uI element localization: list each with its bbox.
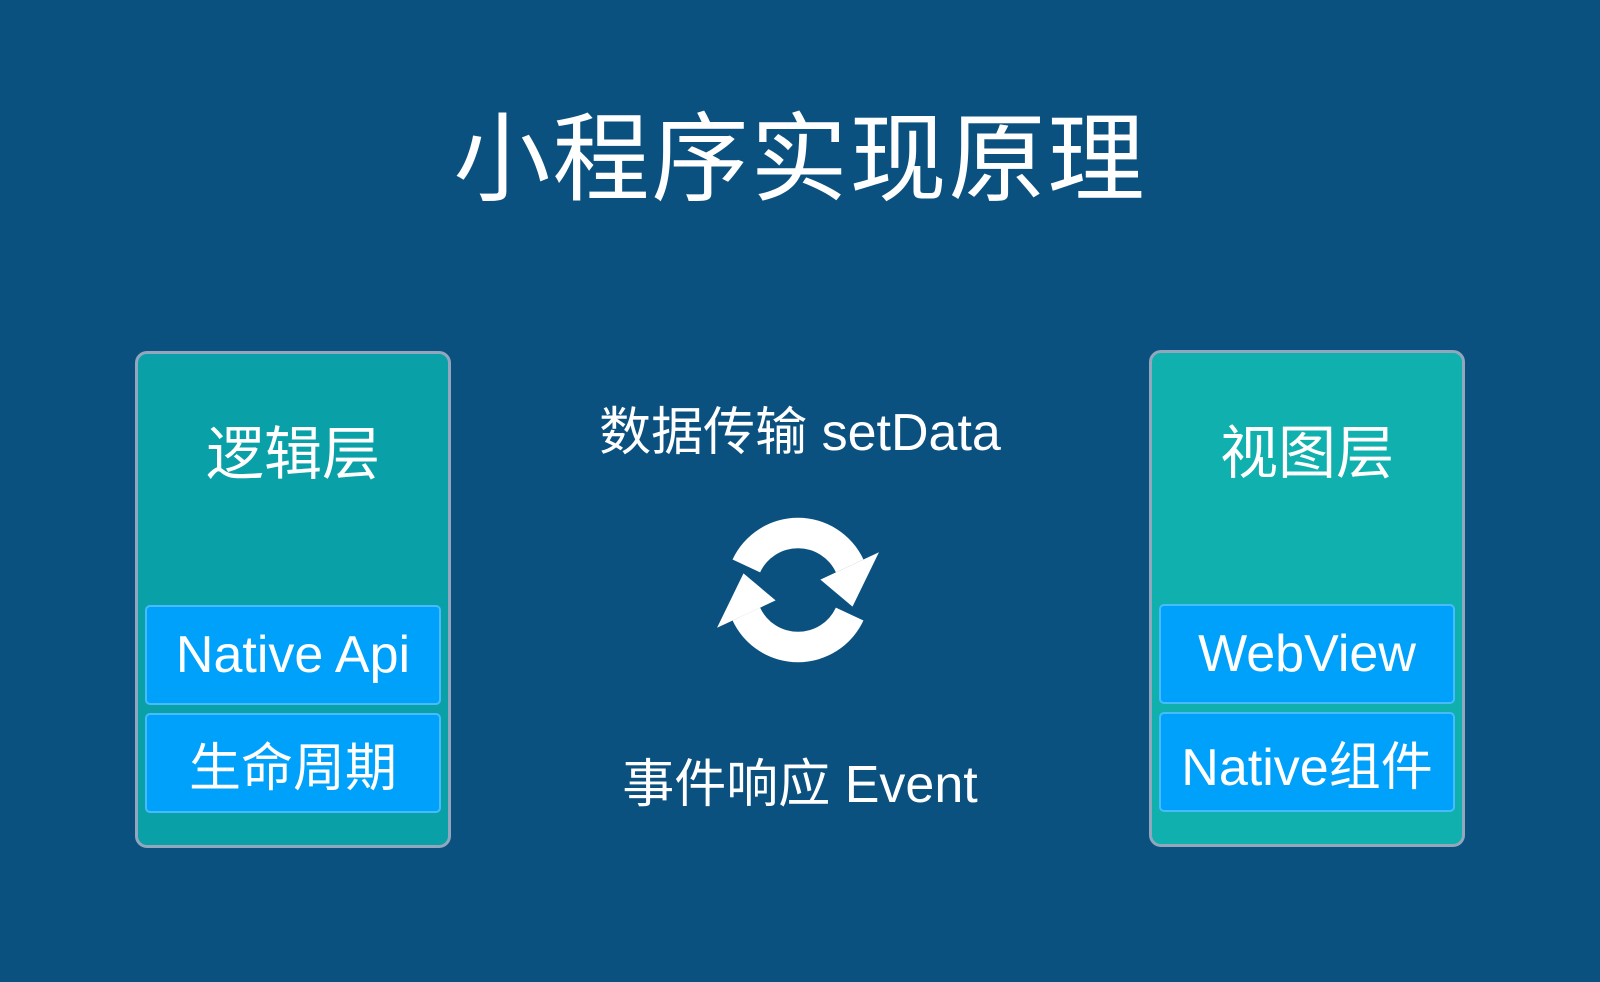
lifecycle-label: 生命周期 [188,739,397,798]
logic-layer-items: Native Api 生命周期 [138,605,448,813]
view-layer-panel: 视图层 WebView Native组件 [1149,350,1465,847]
view-layer-items: WebView Native组件 [1152,604,1462,812]
native-component-box: Native组件 [1159,712,1455,812]
logic-layer-panel: 逻辑层 Native Api 生命周期 [135,351,451,848]
logic-layer-title: 逻辑层 [205,422,380,487]
native-component-label: Native组件 [1181,738,1433,797]
native-api-box: Native Api [145,605,441,705]
lifecycle-box: 生命周期 [145,713,441,813]
webview-label: WebView [1198,625,1416,683]
view-layer-title: 视图层 [1219,421,1394,486]
data-flow-label: 数据传输 setData [599,404,1001,462]
page-title: 小程序实现原理 [453,105,1147,214]
sync-refresh-icon [703,495,893,685]
webview-box: WebView [1159,604,1455,704]
native-api-label: Native Api [175,626,411,684]
event-flow-label: 事件响应 Event [622,756,978,814]
